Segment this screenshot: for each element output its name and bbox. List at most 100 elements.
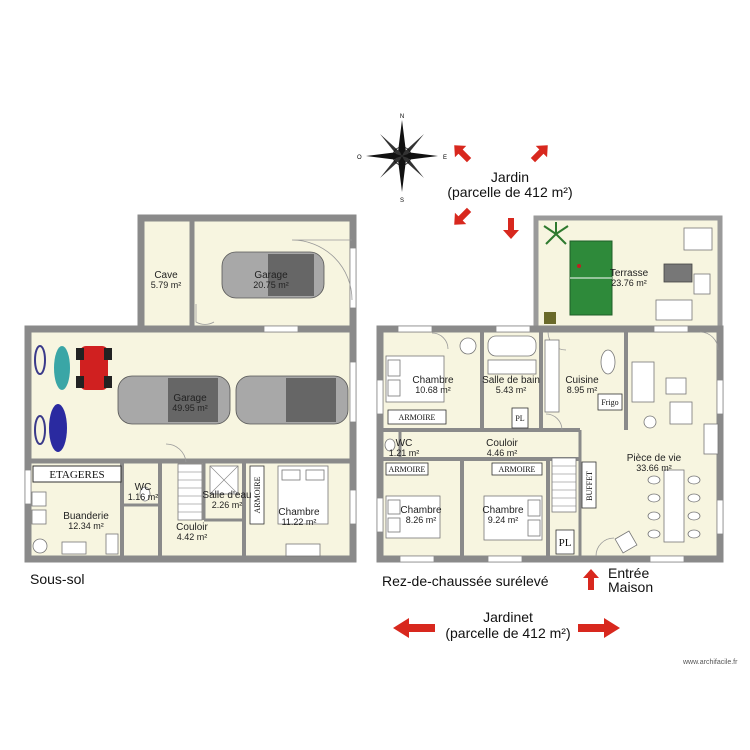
car-icon — [221, 251, 325, 299]
room-wc-rdc-area: 1.21 m² — [389, 448, 420, 458]
sous-sol-plan: ETAGERES ARMOIRE — [24, 214, 357, 563]
dining-table-icon — [647, 469, 701, 543]
desk-chair-icon — [614, 530, 638, 554]
armoire-label: ARMOIRE — [389, 465, 426, 474]
bed-icon — [385, 355, 445, 403]
stairs-icon — [177, 463, 203, 521]
room-couloir-rdc-name: Couloir — [486, 438, 518, 449]
lounger-icon — [655, 299, 693, 321]
sink-icon — [61, 541, 87, 555]
wardrobe — [491, 462, 543, 476]
boiler-icon — [32, 538, 48, 554]
arrow-left-icon — [393, 618, 435, 638]
entree-label-2: Maison — [608, 579, 653, 595]
armoire-label: ARMOIRE — [399, 413, 436, 422]
room-salle-bain-name: Salle de bain — [482, 375, 540, 386]
bbq-icon — [683, 227, 713, 251]
room-cuisine-area: 8.95 m² — [567, 385, 598, 395]
chair-icon — [693, 273, 711, 295]
room-chambre-3-area: 9.24 m² — [488, 515, 519, 525]
bathtub-icon — [487, 335, 537, 357]
room-salle-eau-area: 2.26 m² — [212, 500, 243, 510]
compass-n: N — [400, 114, 404, 120]
room-wc-ss-name: WC — [135, 482, 152, 493]
room-couloir-ss-name: Couloir — [176, 522, 208, 533]
cabinet-icon — [105, 533, 119, 555]
watermark: www.archifacile.fr — [682, 659, 738, 666]
room-garage-big-area: 49.95 m² — [172, 403, 208, 413]
room-wc-rdc-name: WC — [396, 438, 413, 449]
jardinet-title: Jardinet — [483, 609, 533, 625]
etageres-label: ETAGERES — [49, 469, 104, 481]
room-wc-ss-area: 1.16 m² — [128, 492, 159, 502]
plant-icon — [643, 415, 657, 429]
palm-plant-icon — [543, 222, 569, 245]
buffet — [581, 461, 597, 509]
room-garage-small-area: 20.75 m² — [253, 280, 289, 290]
room-salle-eau-name: Salle d'eau — [202, 490, 251, 501]
wardrobe — [385, 462, 429, 476]
entree-label-1: Entrée — [608, 565, 649, 581]
room-terrasse-area: 23.76 m² — [611, 278, 647, 288]
room-garage-small-name: Garage — [254, 270, 288, 281]
room-cave-name: Cave — [154, 270, 178, 281]
lamp-icon — [459, 337, 477, 355]
rez-label: Rez-de-chaussée surélevé — [382, 573, 549, 589]
toilet-icon — [384, 438, 396, 452]
buffet-label: BUFFET — [585, 471, 594, 501]
jardin-parcel: (parcelle de 412 m²) — [447, 184, 572, 200]
ping-pong-table-icon — [569, 240, 613, 316]
arrow-sw-icon — [454, 207, 472, 225]
arrow-ne-icon — [530, 145, 548, 163]
round-table-icon — [600, 349, 616, 375]
bed-icon — [277, 465, 329, 525]
compass-e: E — [443, 155, 447, 161]
room-cave-area: 5.79 m² — [151, 280, 182, 290]
frigo-label: Frigo — [601, 398, 618, 407]
arrow-up-icon — [583, 569, 599, 590]
cupboard-pl — [511, 407, 529, 429]
fireplace-icon — [703, 423, 719, 455]
room-piece-vie-area: 33.66 m² — [636, 463, 672, 473]
sofa-icon — [631, 361, 655, 403]
room-chambre-2-name: Chambre — [400, 505, 442, 516]
car-icon — [117, 375, 231, 425]
armoire-label: ARMOIRE — [253, 476, 262, 513]
room-salle-bain-area: 5.43 m² — [496, 385, 527, 395]
compass-rose-icon: N S E O — [357, 114, 447, 204]
arrow-right-icon — [578, 618, 620, 638]
dryer-icon — [31, 509, 47, 525]
bed-icon — [385, 495, 441, 539]
room-piece-vie-name: Pièce de vie — [627, 453, 682, 464]
kitchen-counter — [544, 339, 560, 413]
room-chambre-ss-area: 11.22 m² — [282, 517, 317, 527]
bicycle-icon — [34, 345, 46, 445]
bed-icon — [483, 495, 543, 541]
table-icon — [663, 263, 693, 283]
pl-label: PL — [515, 414, 524, 423]
coffee-table-icon — [665, 377, 687, 395]
room-buanderie-name: Buanderie — [63, 511, 109, 522]
washer-icon — [31, 491, 47, 507]
compass-s: S — [400, 198, 404, 204]
cupboard-pl — [555, 529, 575, 555]
jardin-title: Jardin — [491, 169, 529, 185]
room-chambre-1-name: Chambre — [412, 375, 454, 386]
desk-icon — [285, 543, 321, 557]
shelves — [32, 465, 122, 483]
room-chambre-ss-name: Chambre — [278, 507, 320, 518]
room-cuisine-name: Cuisine — [565, 375, 599, 386]
room-terrasse-name: Terrasse — [610, 268, 649, 279]
room-chambre-3-name: Chambre — [482, 505, 524, 516]
stairs-icon — [551, 457, 577, 513]
vanity-icon — [487, 359, 537, 375]
room-couloir-ss-area: 4.42 m² — [177, 532, 208, 542]
arrow-nw-icon — [454, 145, 472, 163]
car-icon — [235, 375, 349, 425]
compass-o: O — [357, 155, 362, 161]
wardrobe — [249, 465, 265, 525]
room-chambre-1-area: 10.68 m² — [415, 385, 451, 395]
room-garage-big-name: Garage — [173, 393, 207, 404]
motorbike-icon — [49, 346, 70, 452]
plant-pot-icon — [544, 312, 556, 324]
